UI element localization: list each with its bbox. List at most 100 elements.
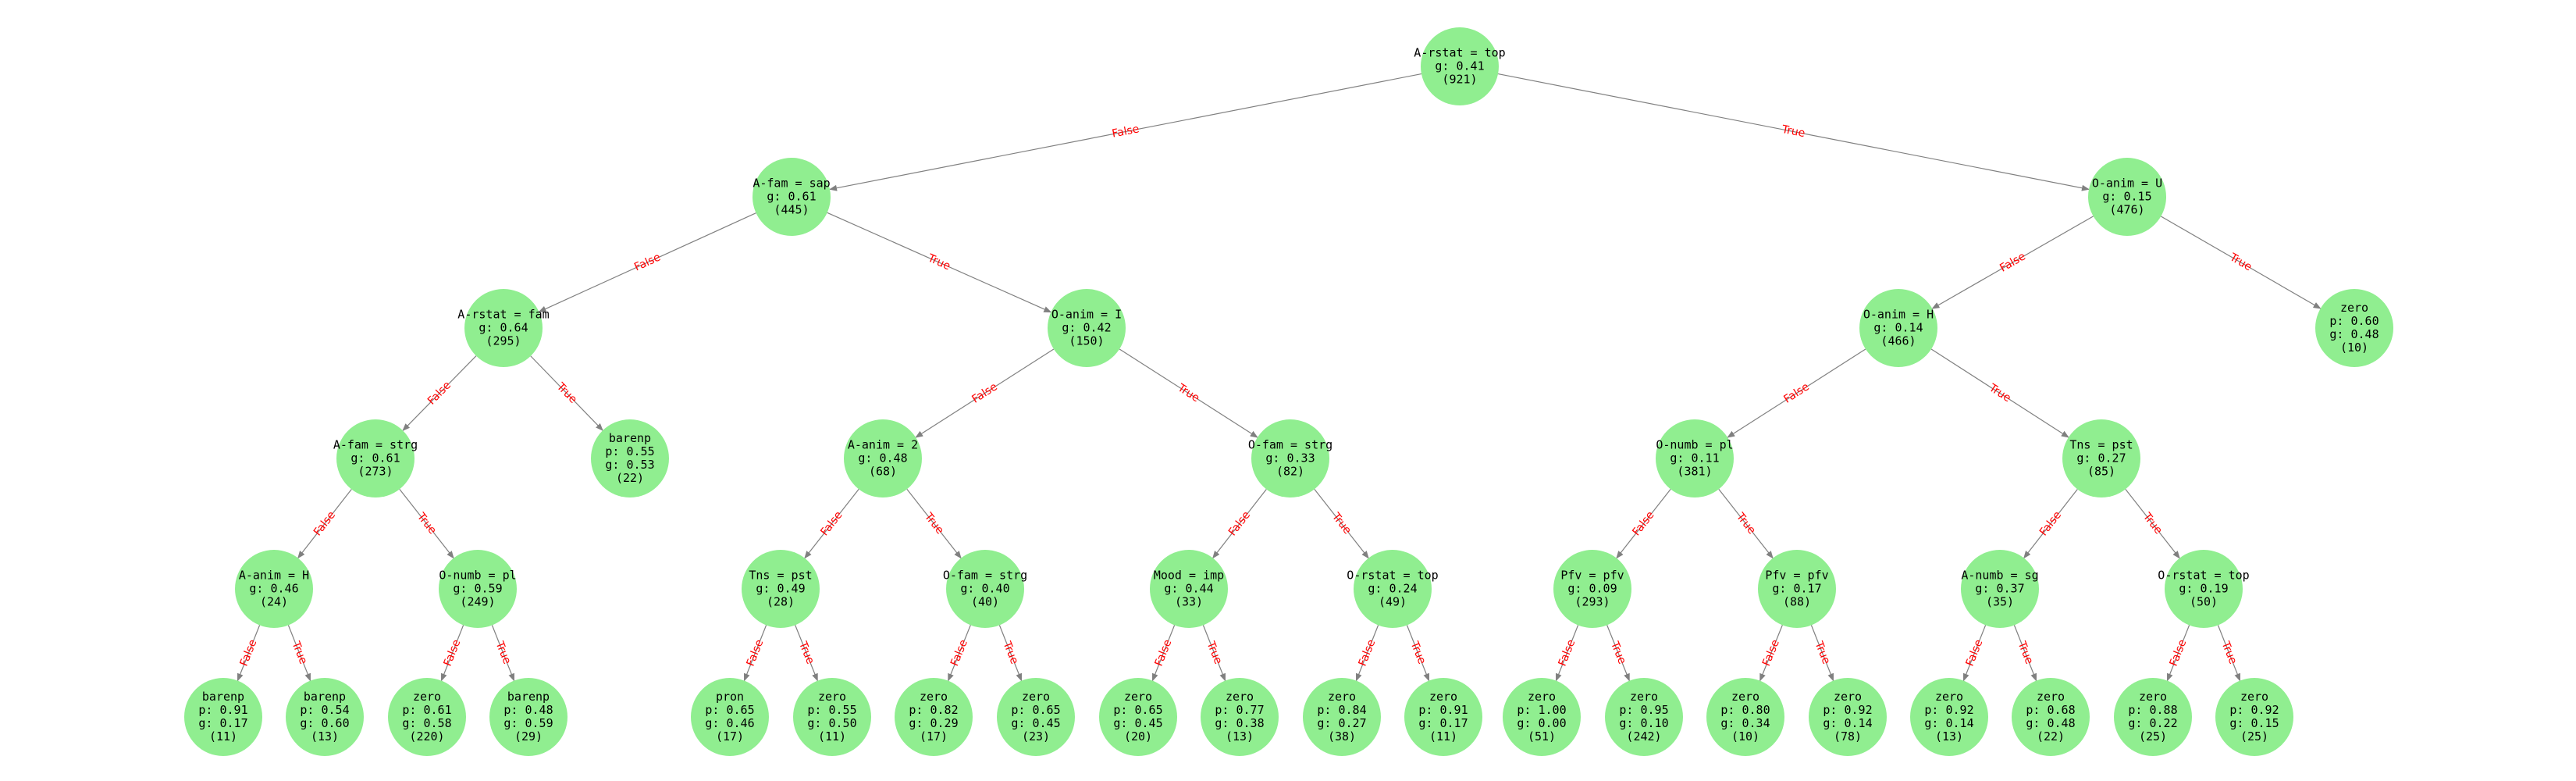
node-text-line: p: 0.92 [2229, 703, 2279, 717]
node-circle [1910, 678, 1988, 756]
node-text-line: (50) [2190, 595, 2218, 609]
edge-label-false: False [948, 638, 970, 669]
node-circle [286, 678, 364, 756]
node-text-line: zero [2037, 690, 2065, 704]
node-text-line: g: 0.17 [1772, 582, 1821, 596]
node-text-line: zero [1226, 690, 1254, 704]
edge-label-true: True [1986, 381, 2013, 405]
node-text-line: p: 0.48 [503, 703, 553, 717]
edge-n12-n21 [2023, 489, 2078, 559]
edge-label-false: False [1998, 250, 2027, 274]
edge-n18-n34 [1406, 625, 1430, 682]
edge-label-true: True [1733, 510, 1758, 537]
tree-node-n5: O-anim = Hg: 0.14(466) [1859, 289, 1937, 367]
node-text-line: (273) [358, 465, 393, 479]
edge-label-false: False [1357, 638, 1379, 669]
node-circle [1656, 419, 1734, 497]
edge-n10-n17 [1212, 489, 1267, 559]
node-text-line: (13) [1935, 729, 1963, 744]
edge-n15-n28 [795, 625, 818, 682]
node-text-line: g: 0.24 [1368, 582, 1417, 596]
edge-n17-n32 [1202, 625, 1226, 682]
node-circle [997, 678, 1075, 756]
node-text-line: (85) [2087, 465, 2115, 479]
node-text-line: g: 0.49 [756, 582, 805, 596]
node-text-line: Pfv = pfv [1560, 569, 1624, 583]
edge-label-false: False [1630, 509, 1656, 539]
node-text-line: g: 0.27 [2076, 451, 2126, 465]
edge-label-true: True [796, 639, 817, 665]
node-text-line: g: 0.14 [1924, 716, 1973, 730]
node-circle [691, 678, 769, 756]
node-text-line: (11) [1429, 729, 1457, 744]
edge-label-false: False [1760, 638, 1782, 669]
node-text-line: Mood = imp [1154, 569, 1224, 583]
edge-n2-n6 [2161, 216, 2322, 309]
node-text-line: g: 0.10 [1619, 716, 1668, 730]
node-text-line: g: 0.33 [1265, 451, 1315, 465]
node-text-line: g: 0.46 [249, 582, 298, 596]
node-text-line: p: 0.92 [1924, 703, 1973, 717]
node-text-line: g: 0.46 [705, 716, 754, 730]
edge-n20-n38 [1810, 625, 1834, 682]
node-text-line: barenp [609, 431, 651, 445]
node-circle [1404, 678, 1482, 756]
node-circle [2012, 678, 2090, 756]
node-text-line: (35) [1986, 595, 2014, 609]
edge-n12-n22 [2125, 488, 2180, 559]
edges-layer [237, 73, 2322, 682]
node-text-line: g: 0.53 [605, 458, 654, 472]
node-text-line: Tns = pst [749, 569, 812, 583]
node-text-line: p: 0.55 [807, 703, 856, 717]
node-text-line: (445) [774, 203, 809, 217]
tree-node-n11: O-numb = plg: 0.11(381) [1656, 419, 1734, 497]
node-text-line: zero [1528, 690, 1556, 704]
node-circle [2315, 289, 2393, 367]
node-text-line: g: 0.22 [2128, 716, 2177, 730]
edge-n21-n40 [2013, 625, 2037, 682]
node-text-line: zero [413, 690, 441, 704]
node-text-line: zero [1834, 690, 1862, 704]
node-circle [946, 550, 1024, 628]
node-text-line: (11) [209, 729, 237, 744]
edge-n1-n4 [827, 212, 1052, 313]
edge-n3-n8 [530, 355, 603, 431]
node-text-line: g: 0.11 [1670, 451, 1719, 465]
node-text-line: g: 0.15 [2102, 190, 2151, 204]
node-circle [1421, 27, 1499, 105]
node-text-line: (40) [971, 595, 999, 609]
edge-n10-n18 [1314, 488, 1369, 559]
node-text-line: p: 0.65 [1113, 703, 1162, 717]
edge-label-false: False [238, 638, 260, 669]
node-text-line: p: 0.77 [1215, 703, 1264, 717]
node-text-line: g: 0.61 [350, 451, 400, 465]
edge-n0-n1 [829, 73, 1422, 191]
node-circle [184, 678, 262, 756]
edge-label-false: False [2037, 509, 2064, 539]
node-text-line: A-fam = sap [753, 177, 830, 191]
node-text-line: (249) [460, 595, 495, 609]
edge-n16-n29 [948, 625, 971, 682]
node-text-line: (150) [1069, 334, 1104, 348]
edge-n21-n39 [1962, 625, 1987, 682]
edge-label-true: True [921, 510, 946, 537]
node-text-line: p: 0.91 [198, 703, 247, 717]
node-text-line: g: 0.14 [1823, 716, 1872, 730]
edge-label-false: False [311, 509, 338, 539]
edge-label-true: True [925, 251, 952, 273]
node-text-line: (381) [1677, 465, 1712, 479]
node-text-line: O-anim = U [2092, 177, 2162, 191]
node-text-line: (78) [1834, 729, 1862, 744]
edge-n0-n2 [1497, 73, 2090, 191]
node-text-line: g: 0.60 [300, 716, 349, 730]
node-text-line: O-rstat = top [1347, 569, 1438, 583]
node-circle [489, 678, 568, 756]
node-text-line: g: 0.59 [503, 716, 553, 730]
node-text-line: (24) [260, 595, 288, 609]
tree-node-n9: A-anim = 2g: 0.48(68) [844, 419, 922, 497]
